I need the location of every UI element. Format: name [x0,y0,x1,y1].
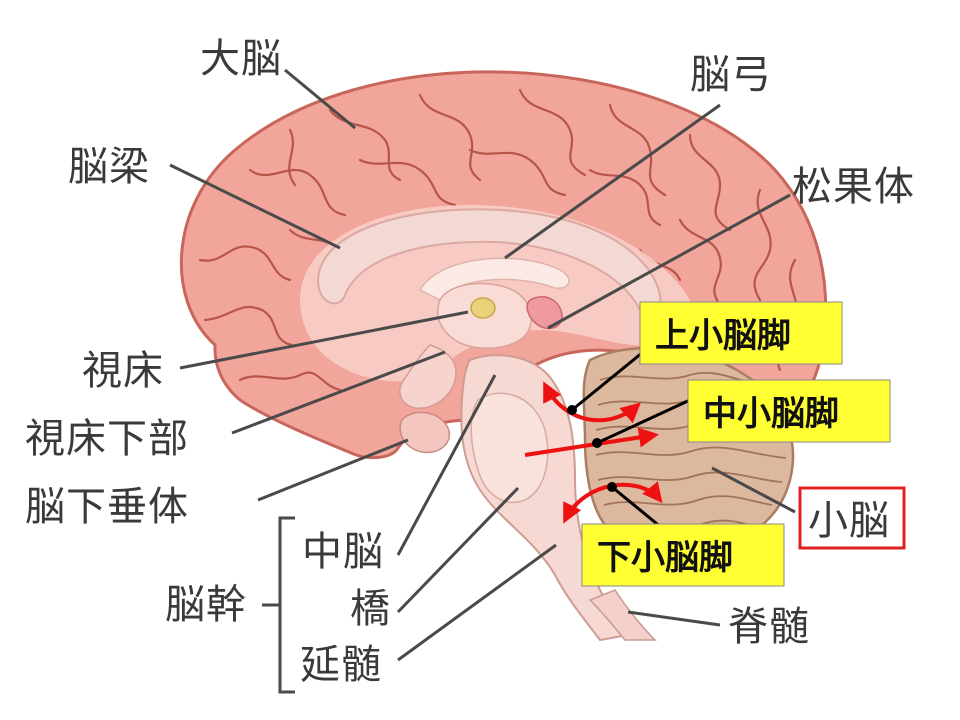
pituitary-shape [399,411,451,454]
superior-peduncle-arrow [543,381,641,424]
label-spinal-cord: 脊髄 [728,604,810,650]
label-corpus-callosum: 脳梁 [68,144,150,190]
middle-peduncle-arrow [524,427,659,457]
labels: 大脳 脳弓 脳梁 松果体 視床 視床下部 脳下垂体 脳幹 中脳 橋 延髄 脊髄 [25,36,915,688]
label-medulla: 延髄 [300,642,382,688]
label-inferior-peduncle: 下小脳脚 [597,538,733,578]
peduncle-superior-box: 上小脳脚 [639,301,843,365]
label-hypothalamus: 視床下部 [25,416,189,462]
pons-shape [470,392,549,504]
label-fornix: 脳弓 [690,52,772,98]
label-superior-peduncle: 上小脳脚 [655,316,791,356]
label-thalamus: 視床 [82,348,164,394]
leader-lines [169,68,796,694]
label-brainstem: 脳幹 [165,582,247,628]
hypothalamus-region [399,344,457,409]
label-midbrain: 中脳 [302,529,384,575]
label-middle-peduncle: 中小脳脚 [703,394,839,434]
fornix-shape [418,257,570,301]
label-pons: 橋 [350,586,391,632]
peduncle-middle-box: 中小脳脚 [687,379,891,443]
label-pituitary: 脳下垂体 [25,484,189,530]
spinal-cord-shape [588,589,657,641]
thalamus-dot [470,297,496,319]
peduncle-leaders [567,346,691,530]
label-pineal: 松果体 [792,164,915,210]
pineal-region [526,296,563,330]
cerebellum-label-box: 小脳 [798,486,906,550]
label-cerebellum: 小脳 [808,498,890,544]
peduncle-inferior-box: 下小脳脚 [581,523,785,587]
label-cerebrum: 大脳 [200,36,282,82]
